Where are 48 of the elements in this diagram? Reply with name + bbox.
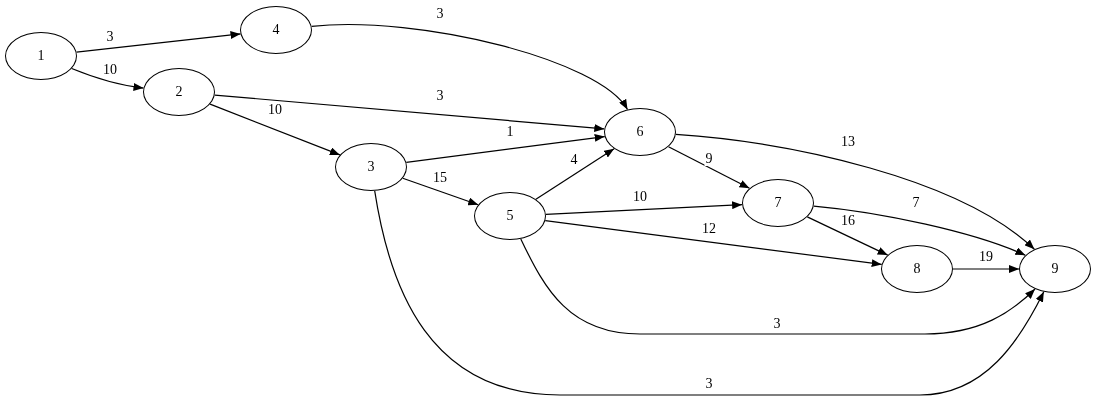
edge-label: 19 [978, 250, 994, 264]
arrow [952, 265, 1020, 273]
arrow [544, 220, 883, 268]
arrow [71, 67, 145, 91]
edge-label: 9 [704, 152, 714, 166]
edge-label: 10 [632, 190, 648, 204]
arrow [675, 133, 1035, 250]
arrow [374, 190, 1045, 396]
node-ellipse [335, 143, 407, 191]
arrow [813, 205, 1026, 256]
arrow [405, 133, 606, 163]
node-label: 8 [913, 262, 921, 276]
node-label: 2 [175, 85, 183, 99]
node-ellipse [881, 245, 953, 293]
edge-label: 3 [772, 317, 782, 331]
edge-label: 3 [704, 377, 714, 391]
edge-label: 12 [701, 222, 717, 236]
node-label: 3 [367, 160, 375, 174]
arrow [520, 238, 1036, 335]
node-label: 5 [506, 209, 514, 223]
node-label: 1 [37, 49, 45, 63]
edge-label: 10 [267, 103, 283, 117]
edge-label: 3 [435, 89, 445, 103]
node-label: 9 [1051, 262, 1059, 276]
edge-label: 10 [102, 63, 118, 77]
edge-label: 16 [840, 214, 856, 228]
node-label: 4 [272, 23, 280, 37]
node-ellipse [143, 68, 215, 116]
edge-label: 7 [911, 196, 921, 210]
edge-label: 13 [840, 135, 856, 149]
arrow [214, 94, 605, 132]
arrow [209, 103, 341, 156]
edge-label: 1 [505, 125, 515, 139]
edge-label: 15 [432, 171, 448, 185]
arrow [402, 177, 479, 206]
node-label: 7 [774, 196, 782, 210]
node-ellipse [1019, 245, 1091, 293]
node-ellipse [604, 108, 676, 156]
arrow [535, 148, 615, 200]
arrow [75, 31, 242, 53]
edge-label: 4 [569, 153, 579, 167]
node-ellipse [742, 179, 814, 227]
edge-label: 3 [435, 7, 445, 21]
node-ellipse [5, 32, 77, 80]
node-label: 6 [636, 125, 644, 139]
arrow [545, 201, 743, 215]
edge-label: 3 [105, 30, 115, 44]
node-ellipse [474, 192, 546, 240]
